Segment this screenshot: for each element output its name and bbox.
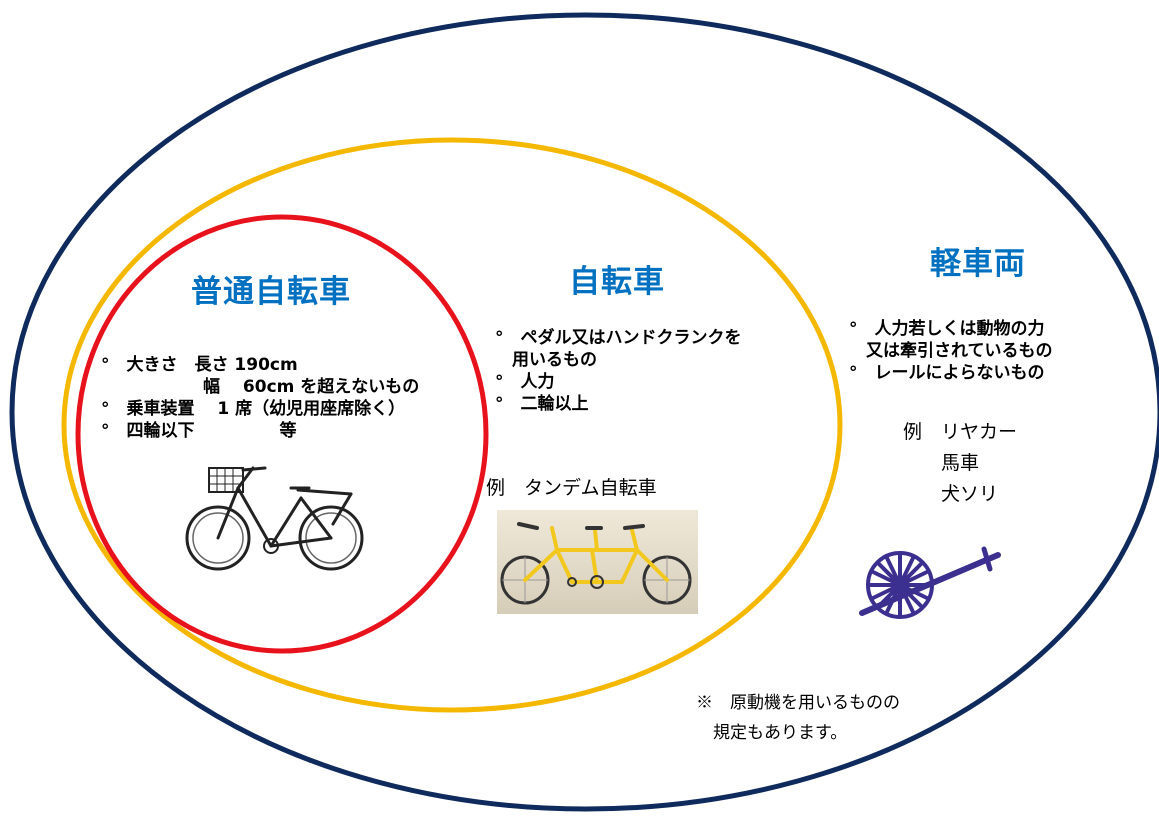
light-vehicle-ring (9, 12, 1159, 812)
condition-line: ° 大きさ 長さ 190cm (101, 355, 298, 375)
condition-line: ° レールによらないもの (849, 363, 1045, 383)
example-line: 犬ソリ (903, 483, 999, 505)
condition-line: 又は牽引されているもの (849, 341, 1053, 361)
condition-line: ° ペダル又はハンドクランクを (495, 328, 742, 348)
condition-line: 幅 60cm を超えないもの (101, 377, 420, 397)
light-vehicle-conditions: ° 人力若しくは動物の力 又は牽引されているもの° レールによらないもの (849, 318, 1053, 384)
light-vehicle-title: 軽車両 (930, 246, 1026, 282)
bicycle-title: 自転車 (569, 264, 665, 300)
condition-line: ° 人力 (495, 372, 555, 392)
condition-line: ° 二輪以上 (495, 394, 589, 414)
condition-line: ° 人力若しくは動物の力 (849, 319, 1045, 339)
cart-wheel-icon (859, 546, 1001, 619)
bicycle-conditions: ° ペダル又はハンドクランクを 用いるもの° 人力° 二輪以上 (495, 327, 742, 415)
example-line: 例 リヤカー (903, 421, 1018, 443)
standard-bicycle-ring (75, 214, 489, 654)
note-line: 規定もあります。 (696, 723, 848, 743)
tandem-bicycle-photo (497, 510, 698, 614)
light-vehicle-examples: 例 リヤカー 馬車 犬ソリ (903, 417, 1017, 510)
standard-bicycle-conditions: ° 大きさ 長さ 190cm 幅 60cm を超えないもの° 乗車装置 1 席（… (101, 354, 419, 442)
condition-line: ° 四輪以下 等 (101, 421, 297, 441)
standard-bicycle-title: 普通自転車 (191, 274, 351, 310)
bicycle-ring (61, 137, 843, 713)
condition-line: 用いるもの (495, 350, 597, 370)
example-line: 馬車 (903, 452, 980, 474)
condition-line: ° 乗車装置 1 席（幼児用座席除く） (101, 399, 406, 419)
tandem-bicycle-icon (500, 522, 692, 605)
note-line: ※ 原動機を用いるものの (696, 693, 900, 713)
bicycle-example: 例 タンデム自転車 (486, 477, 657, 499)
motor-note: ※ 原動機を用いるものの 規定もあります。 (696, 688, 900, 748)
city-bicycle-icon (185, 466, 364, 571)
